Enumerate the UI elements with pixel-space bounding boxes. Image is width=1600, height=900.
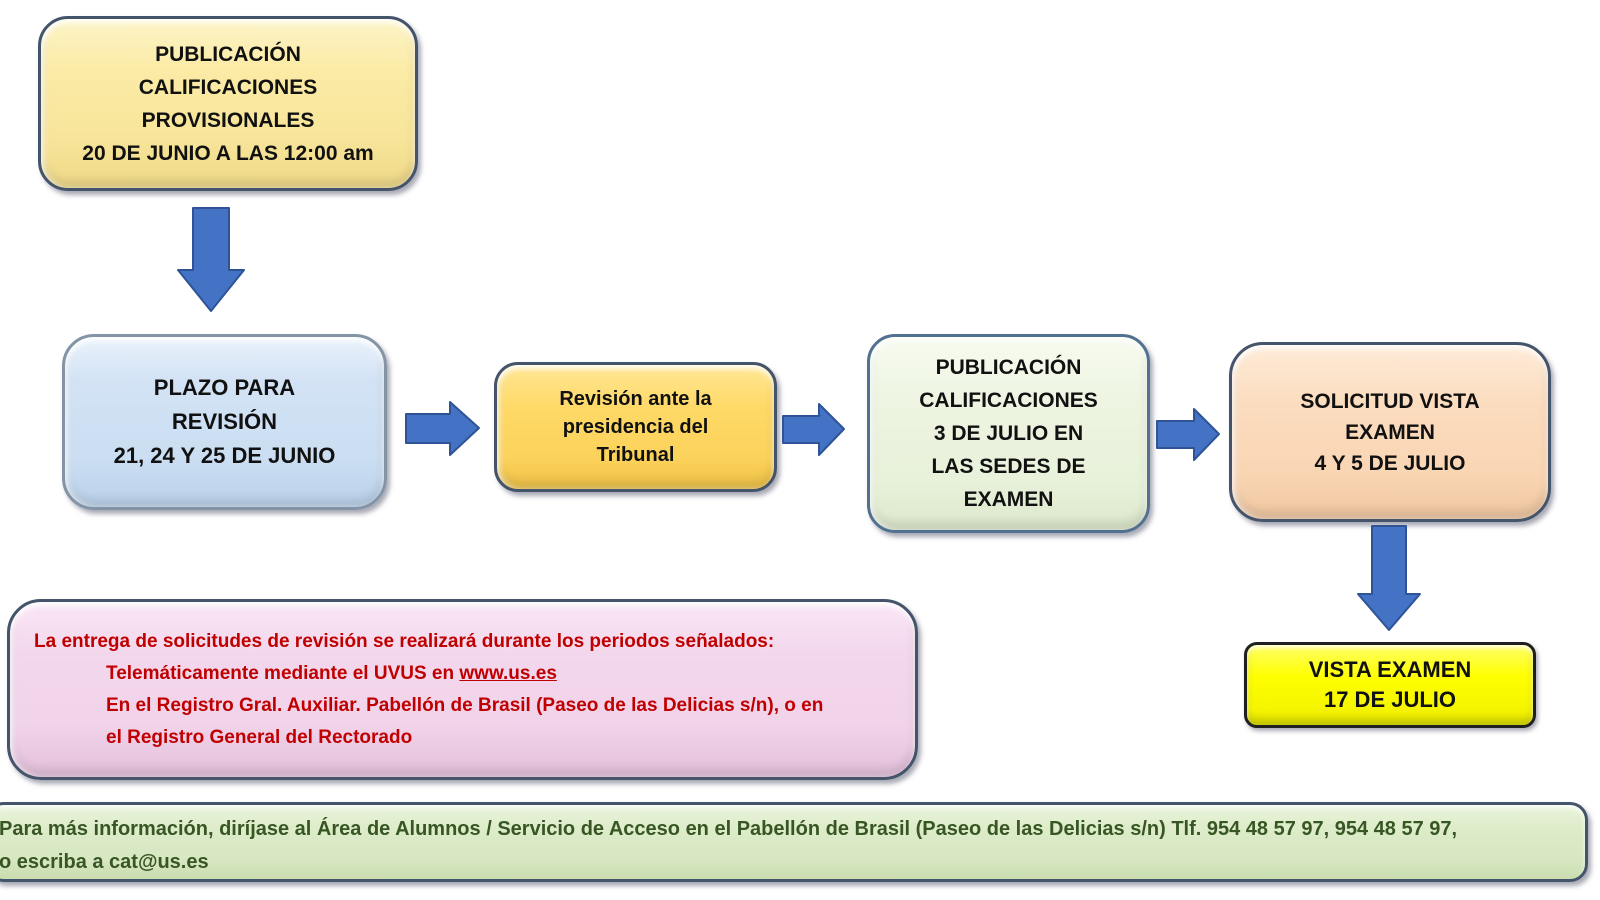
footer-info-banner: Para más información, diríjase al Área d… — [0, 802, 1588, 882]
us-es-link[interactable]: www.us.es — [459, 663, 557, 684]
note-line-3: En el Registro Gral. Auxiliar. Pabellón … — [106, 695, 824, 716]
note-line-2-text: Telemáticamente mediante el UVUS en — [106, 663, 460, 684]
arrow-down-icon — [1357, 525, 1421, 631]
arrow-down-icon — [177, 207, 245, 312]
arrow-right-icon — [1156, 408, 1220, 461]
flow-box-publicacion-provisionales: PUBLICACIÓN CALIFICACIONES PROVISIONALES… — [38, 16, 418, 191]
arrow-right-icon — [782, 403, 845, 456]
flow-box-vista-examen: VISTA EXAMEN 17 DE JULIO — [1244, 642, 1536, 728]
flow-box-publicacion-calificaciones-julio: PUBLICACIÓN CALIFICACIONES 3 DE JULIO EN… — [867, 334, 1150, 533]
note-line-2: Telemáticamente mediante el UVUS en www.… — [106, 658, 897, 690]
note-line-4: el Registro General del Rectorado — [106, 727, 413, 748]
arrow-right-icon — [405, 401, 480, 456]
flow-box-solicitud-vista-examen: SOLICITUD VISTA EXAMEN 4 Y 5 DE JULIO — [1229, 342, 1551, 522]
note-entrega-solicitudes: La entrega de solicitudes de revisión se… — [7, 599, 918, 780]
flow-box-plazo-revision: PLAZO PARA REVISIÓN 21, 24 Y 25 DE JUNIO — [62, 334, 387, 510]
flow-box-revision-tribunal: Revisión ante la presidencia del Tribuna… — [494, 362, 777, 492]
note-line-1: La entrega de solicitudes de revisión se… — [34, 631, 775, 652]
